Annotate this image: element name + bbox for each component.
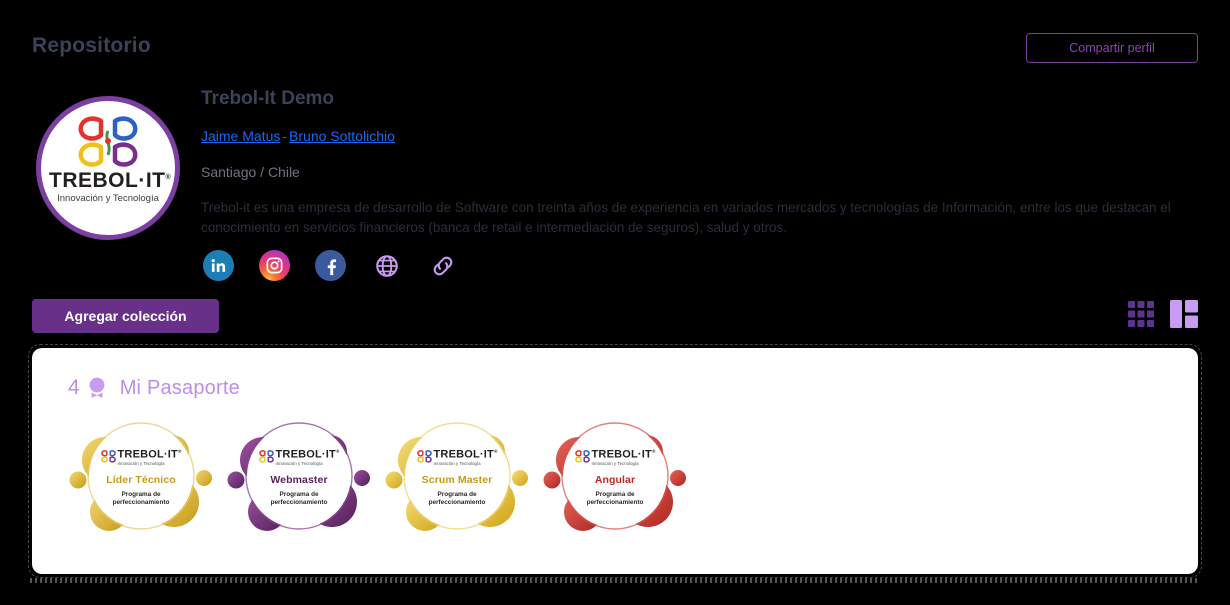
clover-logo-icon [416,449,432,463]
passport-card-outline [28,344,1202,578]
badge-item[interactable]: TREBOL·IT® Innovación y Tecnología Angul… [536,416,694,544]
passport-count: 4 [68,376,80,399]
avatar: TREBOL·IT® Innovación y Tecnología [36,96,180,240]
badge-brand-tagline: Innovación y Tecnología [433,460,481,466]
avatar-logo: TREBOL·IT® Innovación y Tecnología [49,109,172,227]
badge-title: Webmaster [270,473,328,486]
globe-icon[interactable] [371,250,402,281]
passport-title: Mi Pasaporte [119,376,240,399]
person-link-1[interactable]: Bruno Sottolichio [289,128,395,144]
badge-title: Angular [594,473,636,486]
badge-brand-word: TREBOL·IT® [275,448,340,461]
badge-brand: TREBOL·IT® Innovación y Tecnología [100,446,182,467]
award-icon [89,377,105,398]
person-link-0[interactable]: Jaime Matus [201,128,281,144]
bottom-fringe [30,578,1200,583]
badge-item[interactable]: TREBOL·IT® Innovación y Tecnología Scrum… [378,416,536,544]
instagram-icon[interactable] [259,250,290,281]
passport-header: 4 Mi Pasaporte [68,376,240,400]
page-title: Repositorio [32,34,151,57]
badge-list: TREBOL·IT® Innovación y Tecnología Líder… [62,416,694,544]
link-glyph [433,256,452,275]
clover-logo-icon [100,449,116,463]
badge-brand-word: TREBOL·IT® [117,448,182,461]
badge-brand-tagline: Innovación y Tecnología [275,460,323,466]
badge-item[interactable]: TREBOL·IT® Innovación y Tecnología Líder… [62,416,220,544]
link-icon[interactable] [427,250,458,281]
clover-logo-icon [574,449,590,463]
top-bar: Repositorio Compartir perfil [0,0,1230,78]
badge-face: TREBOL·IT® Innovación y Tecnología Webma… [247,424,351,528]
facebook-glyph [327,258,336,275]
linkedin-icon[interactable] [203,250,234,281]
clover-logo-icon [78,116,138,167]
avatar-brand-word: TREBOL·IT® [49,169,172,192]
badge-brand-tagline: Innovación y Tecnología [591,460,639,466]
view-toggle-group [1128,300,1198,328]
badge-face: TREBOL·IT® Innovación y Tecnología Scrum… [405,424,509,528]
badge-face: TREBOL·IT® Innovación y Tecnología Líder… [89,424,193,528]
organization-description: Trebol-it es una empresa de desarrollo d… [201,200,1171,235]
linkedin-glyph [211,258,225,272]
organization-name: Trebol-It Demo [201,88,335,109]
instagram-glyph [266,257,283,274]
facebook-icon[interactable] [315,250,346,281]
badge-brand: TREBOL·IT® Innovación y Tecnología [258,446,340,467]
add-collection-button[interactable]: Agregar colección [32,299,219,333]
globe-glyph [375,254,398,277]
clover-logo-icon [258,449,274,463]
badge-title: Scrum Master [421,473,493,486]
layout-view-icon[interactable] [1170,300,1198,328]
badge-face: TREBOL·IT® Innovación y Tecnología Angul… [563,424,667,528]
social-links [203,250,458,281]
badge-item[interactable]: TREBOL·IT® Innovación y Tecnología Webma… [220,416,378,544]
badge-brand: TREBOL·IT® Innovación y Tecnología [416,446,498,467]
trademark: ® [165,174,172,181]
badge-brand: TREBOL·IT® Innovación y Tecnología [574,446,656,467]
badge-brand-tagline: Innovación y Tecnología [117,460,165,466]
location-text: Santiago / Chile [201,164,300,180]
share-profile-button[interactable]: Compartir perfil [1026,33,1198,63]
people-links: Jaime Matus-Bruno Sottolichio [201,128,395,144]
avatar-brand-tagline: Innovación y Tecnología [57,193,159,204]
badge-brand-word: TREBOL·IT® [591,448,656,461]
badge-brand-word: TREBOL·IT® [433,448,498,461]
people-separator: - [282,128,288,144]
grid-view-icon[interactable] [1128,301,1154,327]
passport-card: 4 Mi Pasaporte [32,348,1198,574]
badge-title: Líder Técnico [106,473,176,486]
